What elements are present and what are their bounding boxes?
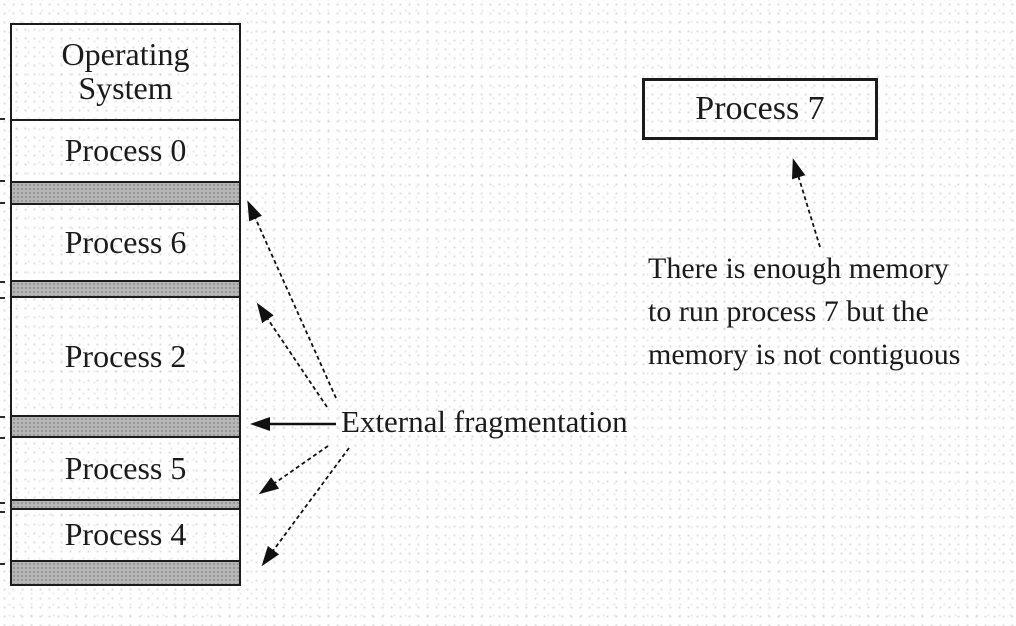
fragmentation-label: External fragmentation xyxy=(341,404,628,439)
segment-process-6: Process 6 xyxy=(12,203,239,280)
segment-label: Process 2 xyxy=(64,337,187,374)
free-block-1 xyxy=(12,181,239,203)
free-block-3 xyxy=(12,415,239,436)
note-line-1: There is enough memory xyxy=(648,252,949,285)
free-block-4 xyxy=(12,499,239,508)
segment-process-2: Process 2 xyxy=(12,296,239,415)
process-7-box: Process 7 xyxy=(642,78,878,140)
segment-label: Process 4 xyxy=(64,516,187,553)
segment-process-5: Process 5 xyxy=(12,436,239,499)
process-7-label: Process 7 xyxy=(695,90,825,127)
note-line-2: to run process 7 but the xyxy=(648,295,929,328)
segment-label: Process 0 xyxy=(64,132,187,169)
segment-process-0: Process 0 xyxy=(12,119,239,181)
note-text: There is enough memory to run process 7 … xyxy=(648,247,960,376)
note-line-3: memory is not contiguous xyxy=(648,338,961,371)
memory-stack: Operating System Process 0 Process 6 Pro… xyxy=(10,23,241,586)
arrow-to-free-block-2 xyxy=(256,302,328,408)
free-block-2 xyxy=(12,280,239,296)
segment-label: Process 6 xyxy=(64,223,187,260)
segment-process-4: Process 4 xyxy=(12,508,239,560)
arrow-to-free-block-1 xyxy=(247,200,337,399)
free-block-5 xyxy=(12,560,239,584)
arrow-to-free-block-5 xyxy=(261,447,350,567)
arrow-note-to-process-7 xyxy=(791,158,821,248)
segment-label: Operating System xyxy=(61,36,190,106)
left-edge-ticks xyxy=(0,118,5,565)
arrow-to-free-block-4 xyxy=(258,445,329,495)
segment-operating-system: Operating System xyxy=(12,25,239,119)
segment-label: Process 5 xyxy=(64,449,187,486)
